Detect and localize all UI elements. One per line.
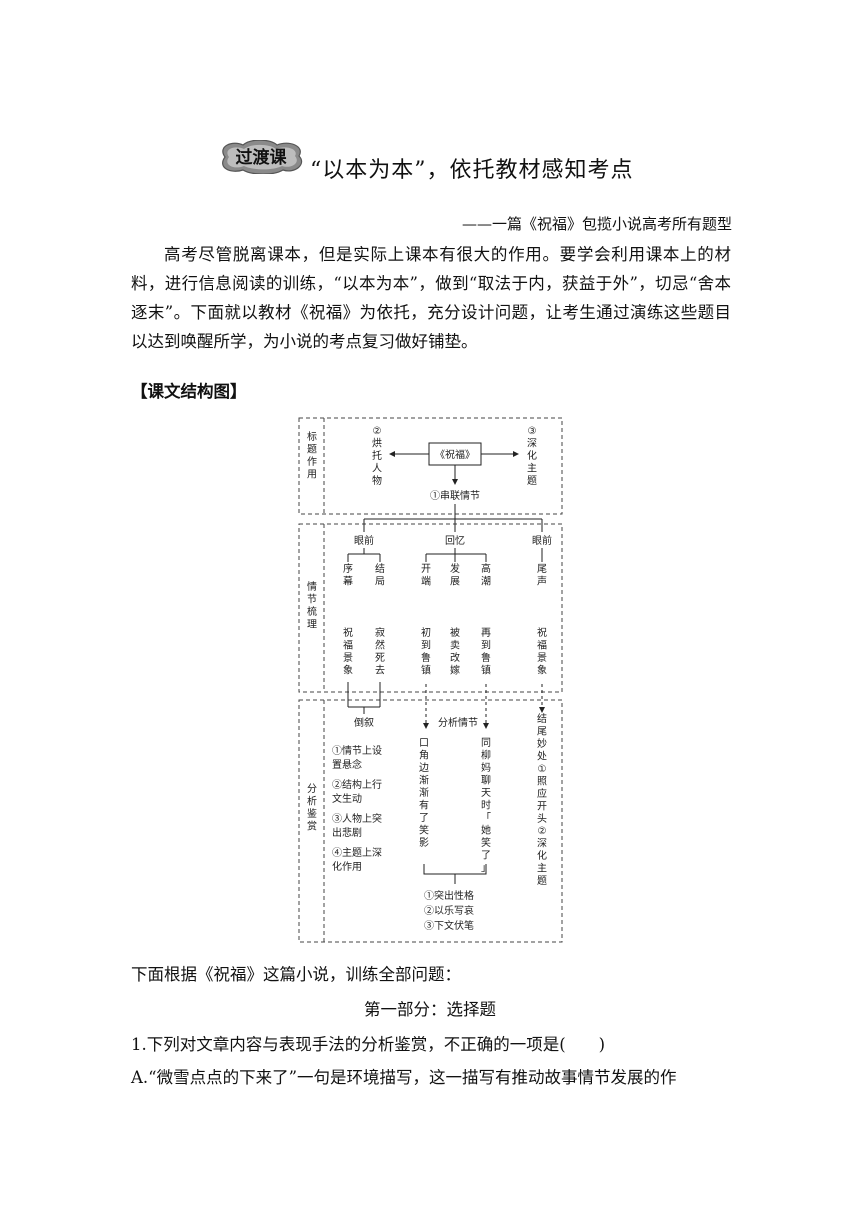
lesson-badge: 过渡课 (222, 140, 303, 174)
daoxu-effect: ①情节上设置悬念 (332, 744, 382, 771)
daoxu-effect: ②结构上行文生动 (332, 778, 382, 805)
row-label-analysis: 分析鉴赏 (307, 783, 317, 833)
page-title: “以本为本”，依托教材感知考点 (310, 158, 634, 183)
dao-xu-label: 倒叙 (354, 716, 374, 729)
intro-paragraph: 高考尽管脱离课本，但是实际上课本有很大的作用。要学会利用课本上的材料，进行信息阅… (131, 245, 731, 351)
plot-effect: ②以乐写哀 (424, 904, 474, 917)
event-label: 再到鲁镇 (481, 627, 491, 677)
part-title: 第一部分：选择题 (364, 1000, 496, 1019)
group-label-present-end: 眼前 (532, 534, 552, 547)
bottom-branch-label: ①串联情节 (430, 489, 480, 502)
lead-text: 下面根据《祝福》这篇小说，训练全部问题： (131, 965, 461, 984)
event-label: 寂然死去 (375, 626, 385, 677)
page-subtitle: ——一篇《祝福》包揽小说高考所有题型 (461, 215, 732, 233)
row-label-plot: 情节梳理 (307, 580, 317, 631)
stage-label: 序幕 (343, 562, 353, 588)
group-label-memory: 回忆 (445, 534, 465, 547)
event-label: 被卖改嫁 (450, 626, 460, 677)
stage-label: 发展 (450, 562, 460, 588)
center-box-label: 《祝福》 (435, 448, 475, 461)
row-label-title: 标题作用 (307, 431, 317, 481)
question-1-option-a: A.“微雪点点的下来了”一句是环境描写，这一描写有推动故事情节发展的作 (131, 1068, 677, 1087)
daoxu-effect: ④主题上深化作用 (332, 847, 382, 873)
structure-heading: 【课文结构图】 (131, 382, 247, 401)
lesson-badge-label: 过渡课 (236, 147, 288, 168)
row-box-plot (298, 523, 563, 693)
event-label: 祝福景象 (537, 626, 547, 677)
event-label: 祝福景象 (343, 626, 353, 677)
event-label: 初到鲁镇 (421, 626, 431, 677)
question-1: 1.下列对文章内容与表现手法的分析鉴赏，不正确的一项是( ) (131, 1035, 606, 1054)
stage-label: 高潮 (481, 562, 491, 588)
plot-effect: ①突出性格 (424, 889, 474, 902)
stage-label: 开端 (421, 564, 431, 588)
stage-label: 结局 (375, 562, 385, 588)
detail-smile-right: 同柳妈聊天时「她笑了」 (481, 737, 491, 874)
row-box-title (298, 417, 563, 515)
stage-label: 尾声 (537, 563, 547, 588)
plot-effect: ③下文伏笔 (424, 919, 474, 932)
daoxu-effect: ③人物上突出悲剧 (332, 812, 382, 839)
row-box-analysis (298, 699, 563, 943)
ending-label: 结尾妙处 (537, 712, 547, 763)
analysis-plot-label: 分析情节 (438, 716, 478, 729)
detail-smile-left: 口角边渐渐有了笑影 (419, 738, 429, 849)
group-label-present: 眼前 (354, 534, 374, 547)
